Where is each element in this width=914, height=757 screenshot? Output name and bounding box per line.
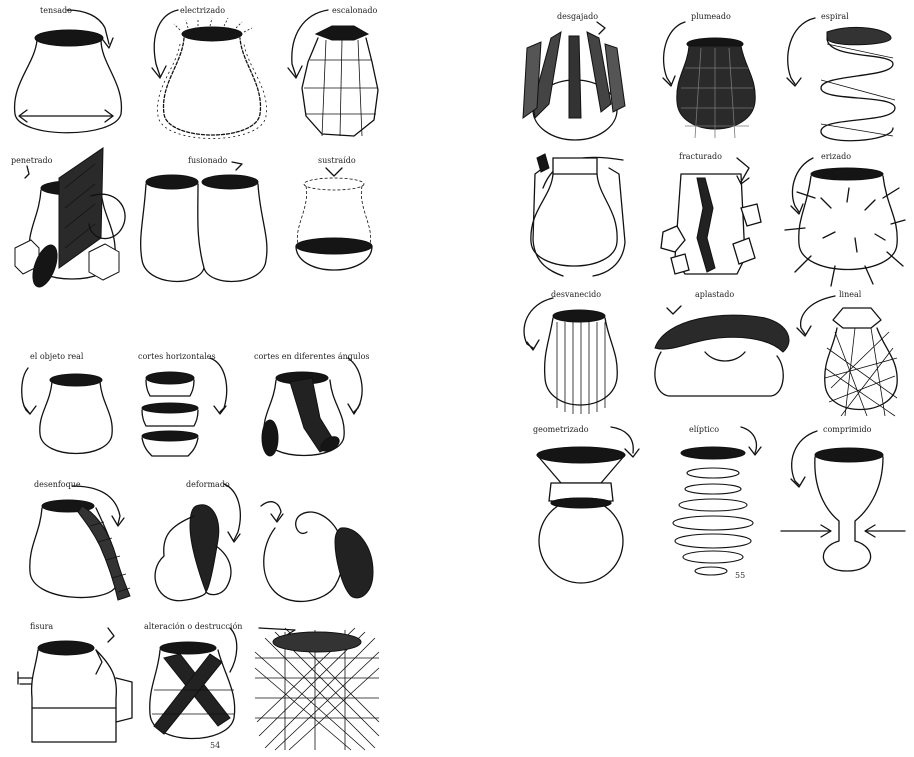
vase-desgajado: desgajado: [513, 8, 633, 143]
vase-fusionado-drawing: [138, 148, 273, 298]
vase-fisura: [255, 476, 380, 616]
vase-destruccion: [255, 618, 380, 753]
vase-fisura-2: fisura: [16, 618, 136, 753]
vase-lineal: lineal: [785, 288, 905, 428]
vase-tensado: tensado: [5, 4, 130, 144]
vase-objeto-real: el objeto real: [16, 348, 126, 468]
vase-fracturado: fracturado: [645, 148, 770, 288]
vase-erizado-drawing: [775, 148, 905, 288]
sketch-sheet-bottom-left: el objeto real cortes horizontales corte…: [10, 348, 380, 753]
vase-espiral-drawing: [775, 8, 905, 148]
page-number-left: 54: [210, 741, 220, 750]
vase-penetrado: penetrado: [5, 148, 135, 298]
vase-aplastado-drawing: [645, 288, 795, 413]
vase-escalonado: escalonado: [282, 4, 397, 144]
vase-cortes-angulos: cortes en diferentes ángulos: [250, 348, 380, 473]
vase-penetrado-drawing: [5, 148, 135, 298]
page-number-right: 55: [735, 571, 745, 580]
vase-escalonado-drawing: [282, 4, 397, 144]
vase-fisura-2-drawing: [16, 618, 136, 753]
vase-geometrizado: geometrizado: [525, 423, 655, 583]
sketch-sheet-top-left: tensado electrizado escalonado: [0, 0, 400, 305]
vase-desvanecido: desvanecido: [513, 288, 643, 428]
vase-comprimido-drawing: [777, 423, 907, 583]
sketch-sheet-right: desgajado plumeado espiral: [505, 8, 910, 593]
vase-eliptico: elíptico 55: [655, 423, 765, 583]
vase-fracturado-left-drawing: [513, 148, 638, 288]
vase-plumeado-drawing: [645, 8, 765, 143]
vase-fracturado-left: [513, 148, 638, 288]
vase-desvanecido-drawing: [513, 288, 643, 428]
vase-comprimido: comprimido: [777, 423, 907, 583]
vase-eliptico-drawing: [655, 423, 765, 583]
vase-tensado-drawing: [5, 4, 130, 144]
vase-alteracion: alteración o destrucción: [140, 618, 255, 753]
vase-cortes-angulos-drawing: [250, 348, 380, 473]
vase-desgajado-drawing: [513, 8, 633, 143]
vase-aplastado: aplastado: [645, 288, 795, 413]
vase-lineal-drawing: [785, 288, 905, 428]
vase-fisura-drawing: [255, 476, 380, 616]
vase-erizado: erizado: [775, 148, 905, 288]
vase-destruccion-drawing: [255, 618, 380, 753]
vase-geometrizado-drawing: [525, 423, 655, 583]
vase-espiral: espiral: [775, 8, 905, 148]
vase-sustraido: sustraído: [288, 148, 398, 298]
vase-desenfoque-drawing: [20, 476, 140, 616]
vase-sustraido-drawing: [288, 148, 398, 298]
vase-deformado: deformado: [140, 476, 255, 616]
vase-electrizado: electrizado: [140, 4, 270, 144]
vase-plumeado: plumeado: [645, 8, 765, 143]
vase-deformado-drawing: [140, 476, 255, 616]
vase-objeto-real-drawing: [16, 348, 126, 468]
vase-fracturado-drawing: [645, 148, 770, 288]
vase-electrizado-drawing: [140, 4, 270, 144]
vase-alteracion-drawing: [140, 618, 255, 753]
vase-cortes-horizontales: cortes horizontales: [130, 348, 245, 468]
vase-desenfoque: desenfoque: [20, 476, 140, 616]
vase-cortes-horizontales-drawing: [130, 348, 245, 468]
vase-fusionado: fusionado: [138, 148, 273, 298]
